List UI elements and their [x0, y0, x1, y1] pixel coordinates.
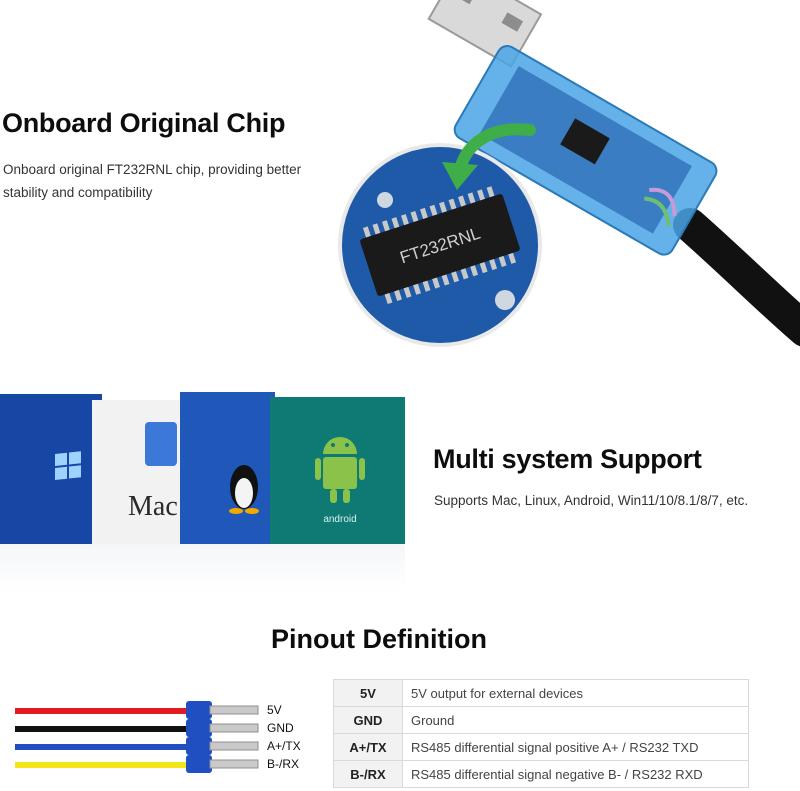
android-tile: android — [270, 397, 405, 544]
wire-label-gnd: GND — [267, 721, 294, 735]
wire-label-a-tx: A+/TX — [267, 739, 301, 753]
os-section-title: Multi system Support — [433, 444, 702, 474]
os-logo-strip: Mac O android — [0, 392, 405, 592]
pin-function: RS485 differential signal negative B- / … — [402, 760, 749, 788]
wire-5v — [15, 701, 259, 719]
usb-housing — [453, 45, 718, 256]
wire-label-b-rx: B-/RX — [267, 757, 300, 771]
pin-name: A+/TX — [333, 733, 403, 761]
arrow-icon — [454, 123, 536, 176]
pinout-table: 5V 5V output for external devices GND Gr… — [333, 679, 749, 788]
wire-a-tx — [15, 737, 259, 755]
pin-name: GND — [333, 706, 403, 734]
table-row: A+/TX RS485 differential signal positive… — [333, 733, 749, 761]
chip-section-description: Onboard original FT232RNL chip, providin… — [3, 162, 302, 200]
pin-function: RS485 differential signal positive A+ / … — [402, 733, 749, 761]
pinout-section-title: Pinout Definition — [271, 624, 487, 654]
usb-plug — [427, 0, 543, 68]
pin-function: Ground — [402, 706, 749, 734]
ft232rnl-chip: FT232RNL — [360, 186, 520, 305]
pin-name: B-/RX — [333, 760, 403, 788]
linux-tile — [180, 392, 275, 544]
android-text: android — [323, 514, 356, 525]
table-row: GND Ground — [333, 706, 749, 734]
wire-b-rx — [15, 755, 259, 773]
chip-section-title: Onboard Original Chip — [2, 108, 286, 138]
mac-tile: Mac O — [92, 400, 205, 544]
os-section-description: Supports Mac, Linux, Android, Win11/10/8… — [434, 493, 749, 508]
wire-harness-illustration — [15, 701, 259, 773]
usb-cable — [673, 208, 800, 347]
pin-name: 5V — [333, 679, 403, 707]
table-row: 5V 5V output for external devices — [333, 679, 749, 707]
wire-label-5v: 5V — [267, 703, 282, 717]
arrow-head-icon — [442, 162, 478, 190]
finder-icon — [145, 422, 177, 466]
windows-logo-icon — [55, 451, 81, 480]
wire-gnd — [15, 719, 259, 737]
windows-tile — [0, 394, 102, 544]
usb-cable-illustration: FT232RNL — [338, 0, 800, 347]
pin-function: 5V output for external devices — [402, 679, 749, 707]
table-row: B-/RX RS485 differential signal negative… — [333, 760, 749, 788]
android-robot-icon — [315, 437, 365, 503]
